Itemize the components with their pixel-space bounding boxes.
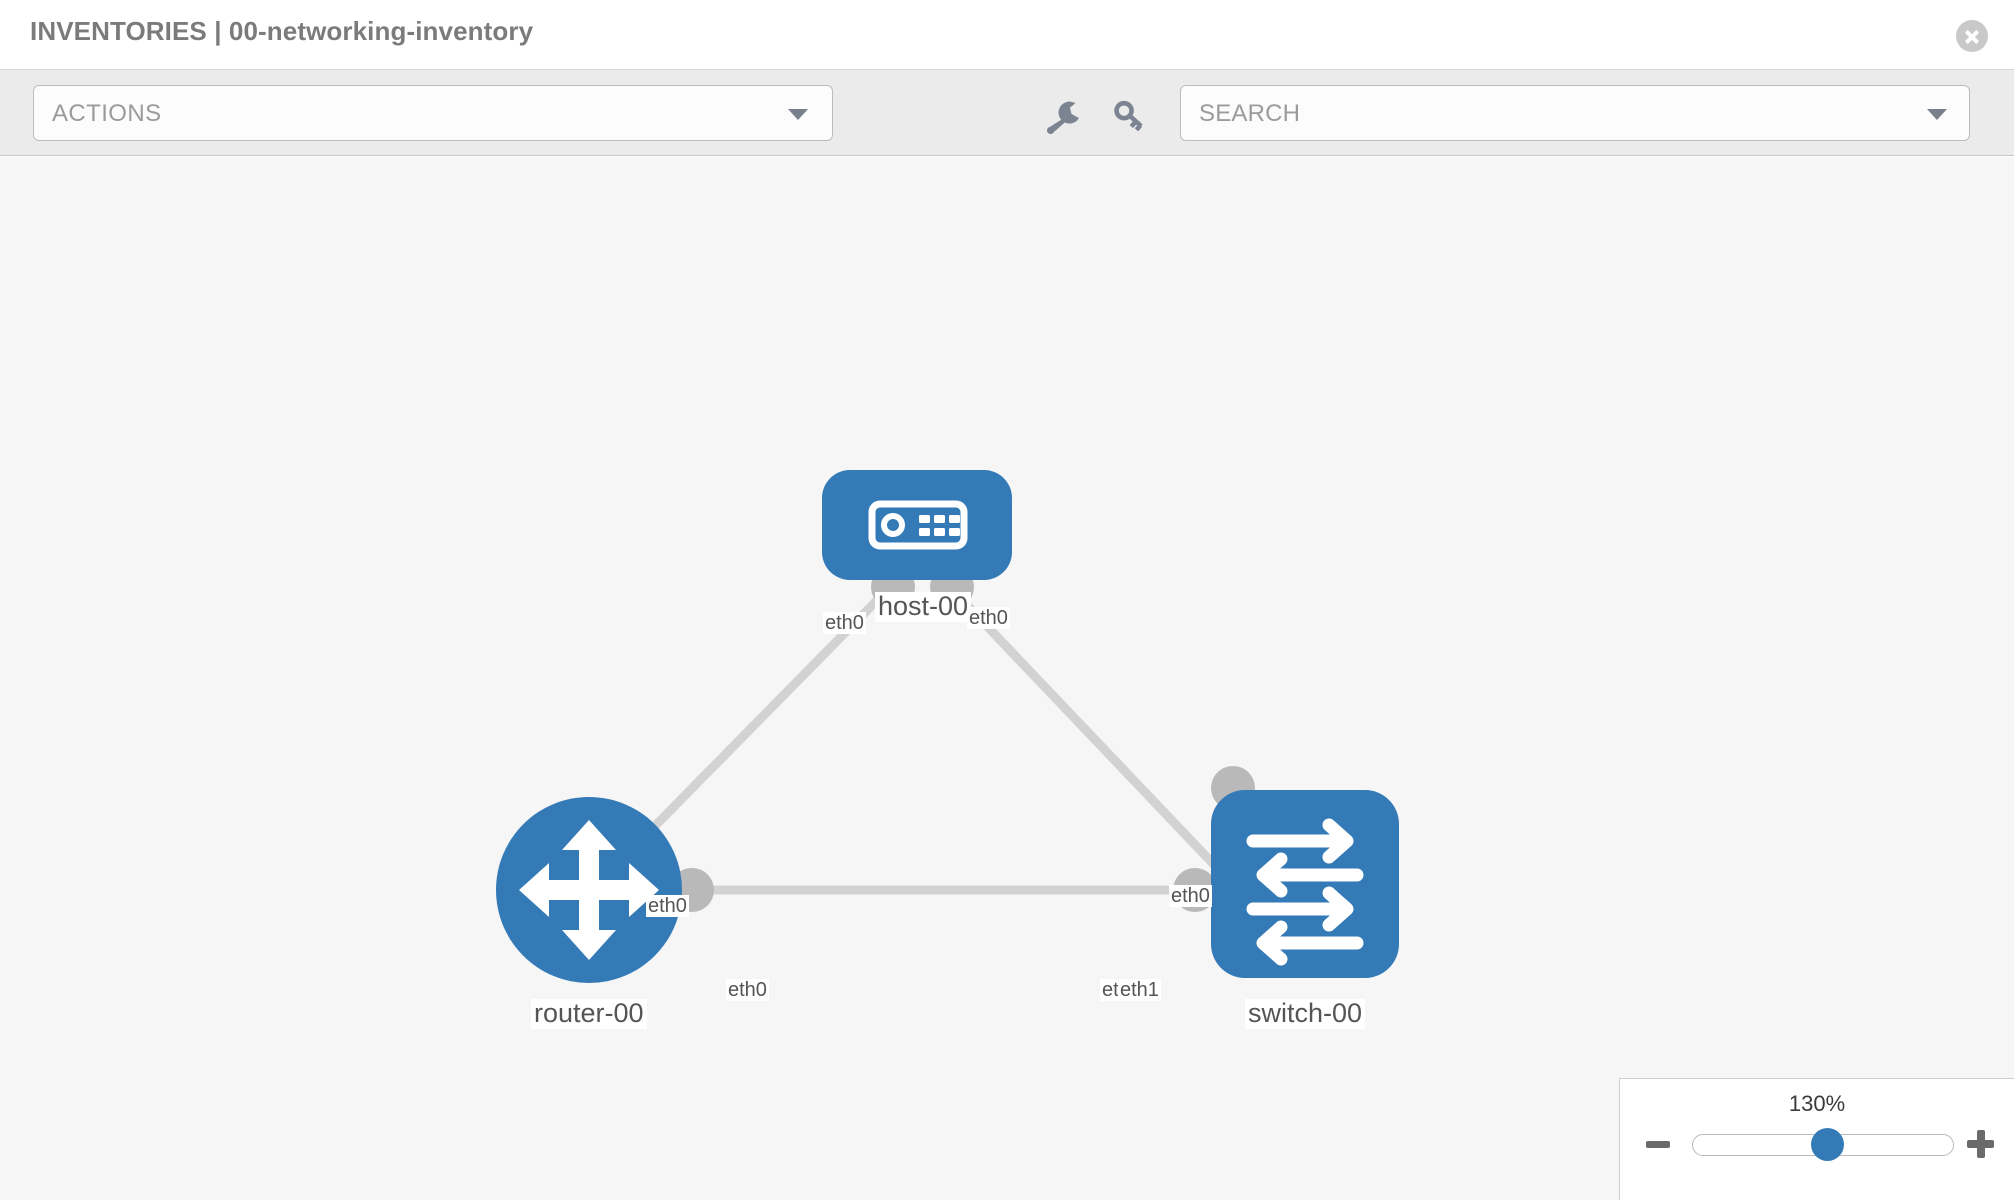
topology-graph (496, 470, 1399, 983)
topology-canvas[interactable]: host-00 router-00 switch-00 eth0 eth0 et… (0, 157, 2014, 1200)
search-input[interactable]: SEARCH (1180, 85, 1970, 141)
plus-icon-vertical (1977, 1130, 1985, 1158)
key-icon[interactable] (1108, 96, 1152, 136)
iface-label-host-left: eth0 (823, 612, 866, 634)
page-title: INVENTORIES | 00-networking-inventory (30, 16, 534, 46)
zoom-control-panel: 130% (1619, 1078, 2014, 1200)
zoom-out-button[interactable] (1642, 1127, 1676, 1161)
node-router-00[interactable] (496, 797, 682, 983)
zoom-in-button[interactable] (1964, 1127, 1998, 1161)
zoom-level-value: 130% (1788, 1091, 1846, 1116)
iface-label-host-right: eth0 (967, 607, 1010, 629)
node-host-00[interactable] (822, 470, 1012, 580)
iface-label-router-up: eth0 (646, 895, 689, 917)
edge-host-switch[interactable] (941, 578, 1244, 896)
iface-label-switch-up: eth0 (1169, 885, 1212, 907)
chevron-down-icon (788, 109, 808, 120)
chevron-down-icon (1927, 109, 1947, 120)
router-arrows-icon (519, 820, 659, 960)
minus-icon (1646, 1141, 1670, 1148)
actions-dropdown-label: ACTIONS (52, 100, 162, 127)
node-label-router-00: router-00 (531, 998, 647, 1029)
iface-label-router-right: eth0 (726, 979, 769, 1001)
node-switch-00[interactable] (1211, 790, 1399, 978)
edge-layer (586, 578, 1244, 896)
page-header: INVENTORIES | 00-networking-inventory (0, 0, 2014, 70)
toolbar: ACTIONS SEARCH (0, 70, 2014, 156)
node-label-switch-00: switch-00 (1245, 998, 1366, 1029)
close-icon[interactable] (1956, 20, 1988, 52)
switch-arrows-icon (1246, 818, 1364, 966)
node-label-host-00: host-00 (875, 591, 972, 622)
zoom-slider-thumb[interactable] (1811, 1128, 1845, 1161)
iface-label-switch-left: eth1 (1118, 979, 1161, 1001)
actions-dropdown[interactable]: ACTIONS (33, 85, 833, 141)
search-placeholder: SEARCH (1199, 100, 1301, 127)
zoom-slider[interactable] (1692, 1128, 1954, 1161)
wrench-icon[interactable] (1040, 96, 1084, 136)
